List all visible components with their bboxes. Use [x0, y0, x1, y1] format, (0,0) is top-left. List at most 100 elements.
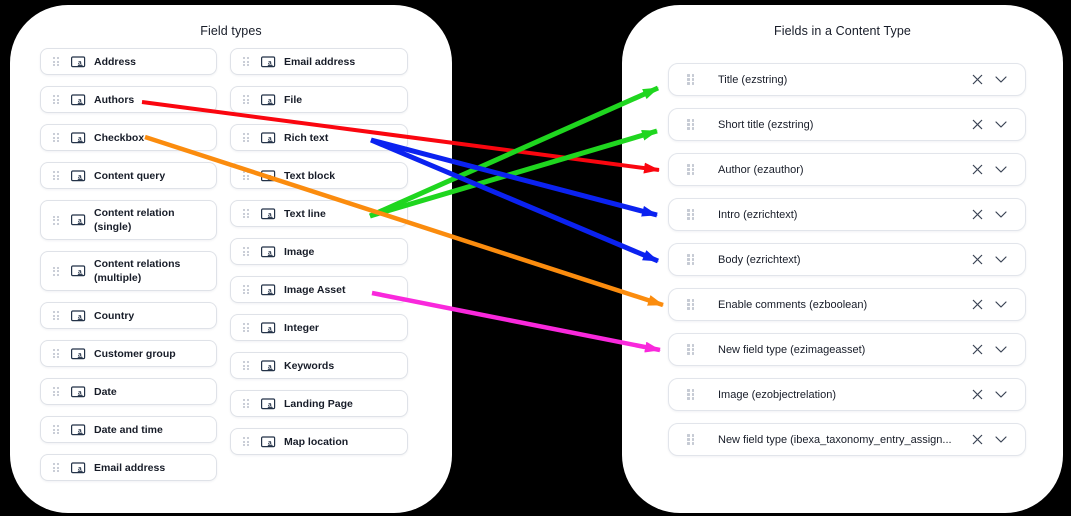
drag-handle-icon[interactable] — [687, 74, 694, 85]
drag-handle-icon[interactable] — [687, 119, 694, 130]
drag-handle-icon[interactable] — [243, 209, 249, 218]
content-field-item[interactable]: New field type (ibexa_taxonomy_entry_ass… — [668, 423, 1026, 456]
chevron-down-icon[interactable] — [989, 211, 1013, 218]
drag-handle-icon[interactable] — [243, 57, 249, 66]
text-field-icon: a — [261, 207, 276, 220]
content-field-item[interactable]: Short title (ezstring) — [668, 108, 1026, 141]
drag-handle-icon[interactable] — [53, 266, 59, 276]
drag-handle-icon[interactable] — [53, 311, 59, 320]
drag-handle-icon[interactable] — [53, 425, 59, 434]
drag-handle-icon[interactable] — [53, 133, 59, 142]
field-type-label: Keywords — [284, 359, 335, 372]
text-field-icon: a — [261, 321, 276, 334]
drag-handle-icon[interactable] — [53, 95, 59, 104]
svg-text:a: a — [78, 351, 82, 358]
svg-text:a: a — [268, 401, 272, 408]
close-icon[interactable] — [965, 434, 989, 445]
field-type-label: Content relations (multiple) — [94, 258, 181, 284]
svg-text:a: a — [78, 217, 82, 224]
chevron-down-icon[interactable] — [989, 76, 1013, 83]
drag-handle-icon[interactable] — [243, 171, 249, 180]
content-field-item[interactable]: Title (ezstring) — [668, 63, 1026, 96]
content-field-item[interactable]: New field type (ezimageasset) — [668, 333, 1026, 366]
content-field-label: Intro (ezrichtext) — [718, 208, 798, 221]
drag-handle-icon[interactable] — [243, 285, 249, 294]
drag-handle-icon[interactable] — [53, 57, 59, 66]
close-icon[interactable] — [965, 119, 989, 130]
drag-handle-icon[interactable] — [53, 171, 59, 180]
drag-handle-icon[interactable] — [243, 399, 249, 408]
close-icon[interactable] — [965, 254, 989, 265]
drag-handle-icon[interactable] — [53, 215, 59, 225]
drag-handle-icon[interactable] — [687, 344, 694, 355]
chevron-down-icon[interactable] — [989, 346, 1013, 353]
text-field-icon: a — [261, 435, 276, 448]
content-field-item[interactable]: Image (ezobjectrelation) — [668, 378, 1026, 411]
drag-handle-icon[interactable] — [53, 349, 59, 358]
content-field-item[interactable]: Author (ezauthor) — [668, 153, 1026, 186]
drag-handle-icon[interactable] — [687, 164, 694, 175]
text-field-icon: a — [71, 169, 86, 182]
drag-handle-icon[interactable] — [243, 361, 249, 370]
content-field-item[interactable]: Intro (ezrichtext) — [668, 198, 1026, 231]
drag-handle-icon[interactable] — [687, 254, 694, 265]
svg-text:a: a — [78, 389, 82, 396]
chevron-down-icon[interactable] — [989, 256, 1013, 263]
text-field-icon: a — [261, 93, 276, 106]
svg-text:a: a — [78, 97, 82, 104]
drag-handle-icon[interactable] — [243, 133, 249, 142]
chevron-down-icon[interactable] — [989, 121, 1013, 128]
text-field-icon: a — [71, 461, 86, 474]
close-icon[interactable] — [965, 74, 989, 85]
drag-handle-icon[interactable] — [53, 387, 59, 396]
field-type-label: Image — [284, 245, 315, 258]
drag-handle-icon[interactable] — [687, 299, 694, 310]
content-field-item[interactable]: Body (ezrichtext) — [668, 243, 1026, 276]
chevron-down-icon[interactable] — [989, 391, 1013, 398]
drag-handle-icon[interactable] — [243, 437, 249, 446]
drag-handle-icon[interactable] — [53, 463, 59, 472]
close-icon[interactable] — [965, 299, 989, 310]
content-field-item[interactable]: Enable comments (ezboolean) — [668, 288, 1026, 321]
drag-handle-icon[interactable] — [243, 95, 249, 104]
text-field-icon: a — [71, 385, 86, 398]
close-icon[interactable] — [965, 209, 989, 220]
chevron-down-icon[interactable] — [989, 436, 1013, 443]
close-icon[interactable] — [965, 389, 989, 400]
text-field-icon: a — [71, 309, 86, 322]
text-field-icon: a — [71, 131, 86, 144]
close-icon[interactable] — [965, 344, 989, 355]
drag-handle-icon[interactable] — [243, 323, 249, 332]
drag-handle-icon[interactable] — [687, 434, 694, 445]
drag-handle-icon[interactable] — [687, 389, 694, 400]
drag-handle-icon[interactable] — [687, 209, 694, 220]
svg-text:a: a — [78, 59, 82, 66]
drag-handle-icon[interactable] — [243, 247, 249, 256]
close-icon[interactable] — [965, 164, 989, 175]
chevron-down-icon[interactable] — [989, 166, 1013, 173]
chevron-down-icon[interactable] — [989, 301, 1013, 308]
